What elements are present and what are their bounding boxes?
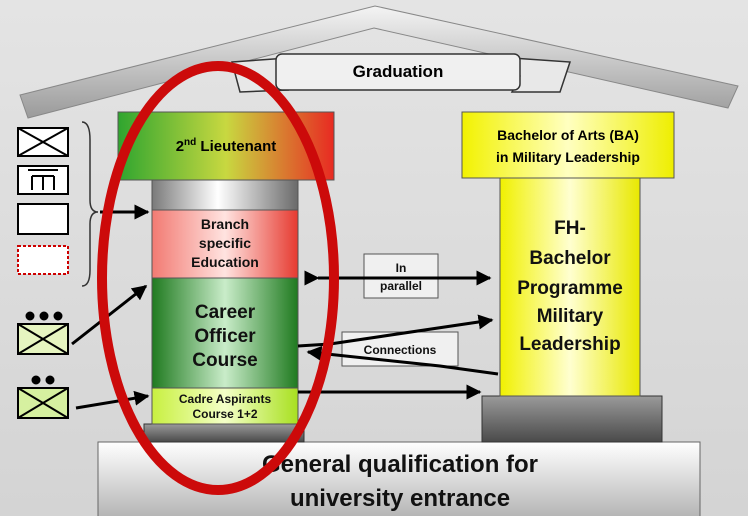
- branch-education-block: [151, 209, 299, 279]
- programme-line-1: FH-: [554, 218, 586, 239]
- roof: [19, 5, 739, 119]
- programme-line-2: Bachelor: [529, 248, 611, 269]
- svg-text:Connections: Connections: [364, 343, 437, 357]
- branch-line-1: Branch: [201, 216, 249, 232]
- branch-symbol-icon: [17, 203, 69, 235]
- infantry-platoon-icon: [17, 375, 69, 419]
- lieutenant-label: 2nd Lieutenant: [176, 137, 277, 155]
- infantry-company-icon: [17, 311, 69, 355]
- programme-shaft: [499, 177, 641, 397]
- connection-arrow-in: [306, 345, 499, 376]
- in-parallel-label: In parallel: [363, 253, 439, 299]
- course-line-2: Officer: [194, 326, 256, 347]
- cadre-line-1: Cadre Aspirants: [179, 392, 272, 406]
- branch-line-3: Education: [191, 254, 259, 270]
- bracket: [81, 121, 99, 287]
- battalion-symbol-icon: [17, 245, 69, 275]
- foundation: General qualification for university ent…: [97, 441, 701, 516]
- foundation-line-2: university entrance: [290, 485, 510, 512]
- course-line-3: Course: [192, 350, 257, 371]
- left-pillar-base: [143, 423, 305, 443]
- svg-text:parallel: parallel: [380, 279, 422, 293]
- pillar-shaft-top: [151, 179, 299, 211]
- graduation-banner: Graduation: [231, 53, 572, 93]
- cadre-course-block: [151, 387, 299, 425]
- right-pillar: Bachelor of Arts (BA) in Military Leader…: [461, 111, 675, 397]
- ba-line-2: in Military Leadership: [496, 149, 640, 165]
- svg-text:In: In: [396, 261, 407, 275]
- highlight-ellipse: [97, 61, 339, 495]
- rank-symbols: [17, 121, 99, 419]
- programme-line-3: Programme: [517, 278, 623, 299]
- branch-line-2: specific: [199, 235, 251, 251]
- career-course-block: [151, 277, 299, 389]
- platoon-symbol-icon: [17, 127, 69, 157]
- foundation-line-1: General qualification for: [262, 451, 538, 478]
- left-pillar: 2nd Lieutenant Branch specific Education…: [117, 111, 335, 425]
- course-line-1: Career: [195, 302, 256, 323]
- left-arrows: [71, 204, 150, 410]
- graduation-label: Graduation: [353, 62, 444, 81]
- programme-line-4: Military: [537, 306, 604, 327]
- right-pillar-base: [481, 395, 663, 443]
- company-symbol-icon: [17, 165, 69, 195]
- cadre-line-2: Course 1+2: [192, 407, 257, 421]
- ba-line-1: Bachelor of Arts (BA): [497, 127, 639, 143]
- programme-line-5: Leadership: [519, 334, 620, 355]
